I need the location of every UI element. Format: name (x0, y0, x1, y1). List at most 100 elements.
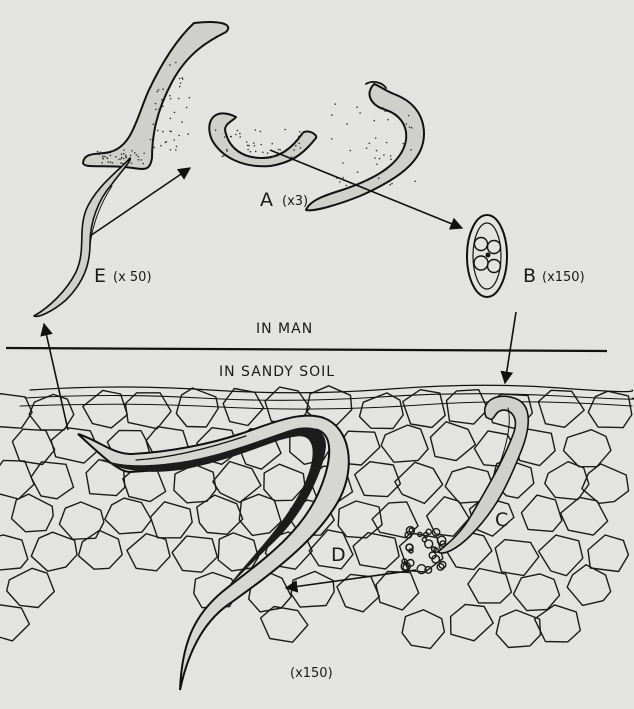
stipple-dot (170, 118, 172, 120)
stipple-dot (155, 109, 157, 111)
soil-cell (567, 565, 611, 606)
label-c: C (495, 509, 508, 531)
stipple-dot (350, 150, 352, 152)
label-e-magnification: (x 50) (113, 270, 152, 285)
stipple-dot (342, 177, 344, 179)
arrow-c-to-d (286, 570, 416, 588)
stipple-dot (157, 91, 159, 93)
stipple-dot (300, 147, 302, 149)
stipple-dot (235, 134, 237, 136)
stipple-dot (222, 156, 224, 158)
stipple-dot (138, 159, 140, 161)
stipple-dot (153, 123, 155, 125)
stipple-dot (339, 181, 341, 183)
stipple-dot (262, 152, 264, 154)
stipple-dot (175, 149, 177, 151)
soil-pebble (432, 529, 439, 536)
stipple-dot (237, 130, 239, 132)
stipple-dot (170, 149, 172, 151)
stipple-dot (169, 95, 171, 97)
soil-cell (514, 574, 560, 611)
stipple-dot (278, 149, 280, 151)
soil-cell (0, 535, 28, 571)
label-a: A (260, 189, 273, 211)
soil-cell (376, 572, 419, 611)
egg-b (467, 215, 507, 297)
stipple-dot (260, 131, 262, 133)
stipple-dot (123, 158, 125, 160)
stipple-dot (175, 62, 177, 64)
stipple-dot (102, 155, 104, 157)
stipple-dot (158, 108, 160, 110)
stipple-dot (142, 163, 144, 165)
stipple-dot (411, 127, 413, 129)
stipple-dot (179, 78, 181, 80)
soil-cell (7, 568, 55, 607)
stipple-dot (382, 107, 384, 109)
stipple-dot (121, 153, 123, 155)
stipple-dot (386, 142, 388, 144)
stipple-dot (223, 155, 225, 157)
stipple-dot (170, 98, 172, 100)
arrow-a-to-b (270, 150, 462, 228)
stipple-dot (181, 77, 183, 79)
stipple-dot (253, 142, 255, 144)
stipple-dot (131, 150, 133, 152)
soil-cell (495, 540, 539, 576)
stipple-dot (255, 129, 257, 131)
stipple-dot (174, 112, 176, 114)
stipple-dot (165, 142, 167, 144)
stipple-dot (226, 150, 228, 152)
stipple-dot (99, 154, 101, 156)
stipple-dot (369, 143, 371, 145)
label-e: E (94, 265, 106, 287)
soil-pebble (409, 528, 413, 532)
stipple-dot (366, 147, 368, 149)
soil-cell (539, 535, 583, 576)
soil-cell (218, 533, 258, 571)
stipple-dot (414, 181, 416, 183)
stipple-dot (365, 180, 367, 182)
soil-cell (468, 569, 512, 603)
stipple-dot (104, 156, 106, 158)
stipple-dot (271, 143, 273, 145)
soil-cell (588, 391, 632, 427)
stipple-dot (112, 162, 114, 164)
soil-pebble (437, 536, 445, 544)
soil-cell (564, 430, 611, 467)
stipple-dot (179, 86, 181, 88)
stipple-dot (284, 129, 286, 131)
stipple-dot (342, 162, 344, 164)
stipple-dot (373, 120, 375, 122)
label-d: D (331, 544, 346, 566)
stipple-dot (295, 145, 297, 147)
stipple-dot (189, 97, 191, 99)
soil-cell (0, 605, 29, 641)
soil-cell (291, 571, 334, 607)
stipple-dot (150, 139, 152, 141)
stipple-dot (391, 183, 393, 185)
stipple-dot (247, 145, 249, 147)
stipple-dot (97, 151, 99, 153)
stipple-dot (383, 154, 385, 156)
stipple-dot (375, 137, 377, 139)
stipple-dot (246, 141, 248, 143)
stipple-dot (134, 152, 136, 154)
stipple-dot (110, 161, 112, 163)
stipple-dot (390, 155, 392, 157)
soil-cell (0, 394, 32, 429)
stipple-dot (160, 145, 162, 147)
stipple-dot (123, 153, 125, 155)
stipple-dot (115, 156, 117, 158)
larva-e (34, 158, 130, 316)
label-in-man: IN MAN (256, 321, 313, 337)
arrow-e-to-a (90, 168, 190, 236)
stipple-dot (107, 161, 109, 163)
stipple-dot (118, 159, 120, 161)
arrow-d-to-e (44, 324, 68, 430)
stipple-dot (250, 151, 252, 153)
stipple-dot (378, 177, 380, 179)
soil-cell (430, 422, 475, 461)
soil-cell (381, 425, 428, 462)
